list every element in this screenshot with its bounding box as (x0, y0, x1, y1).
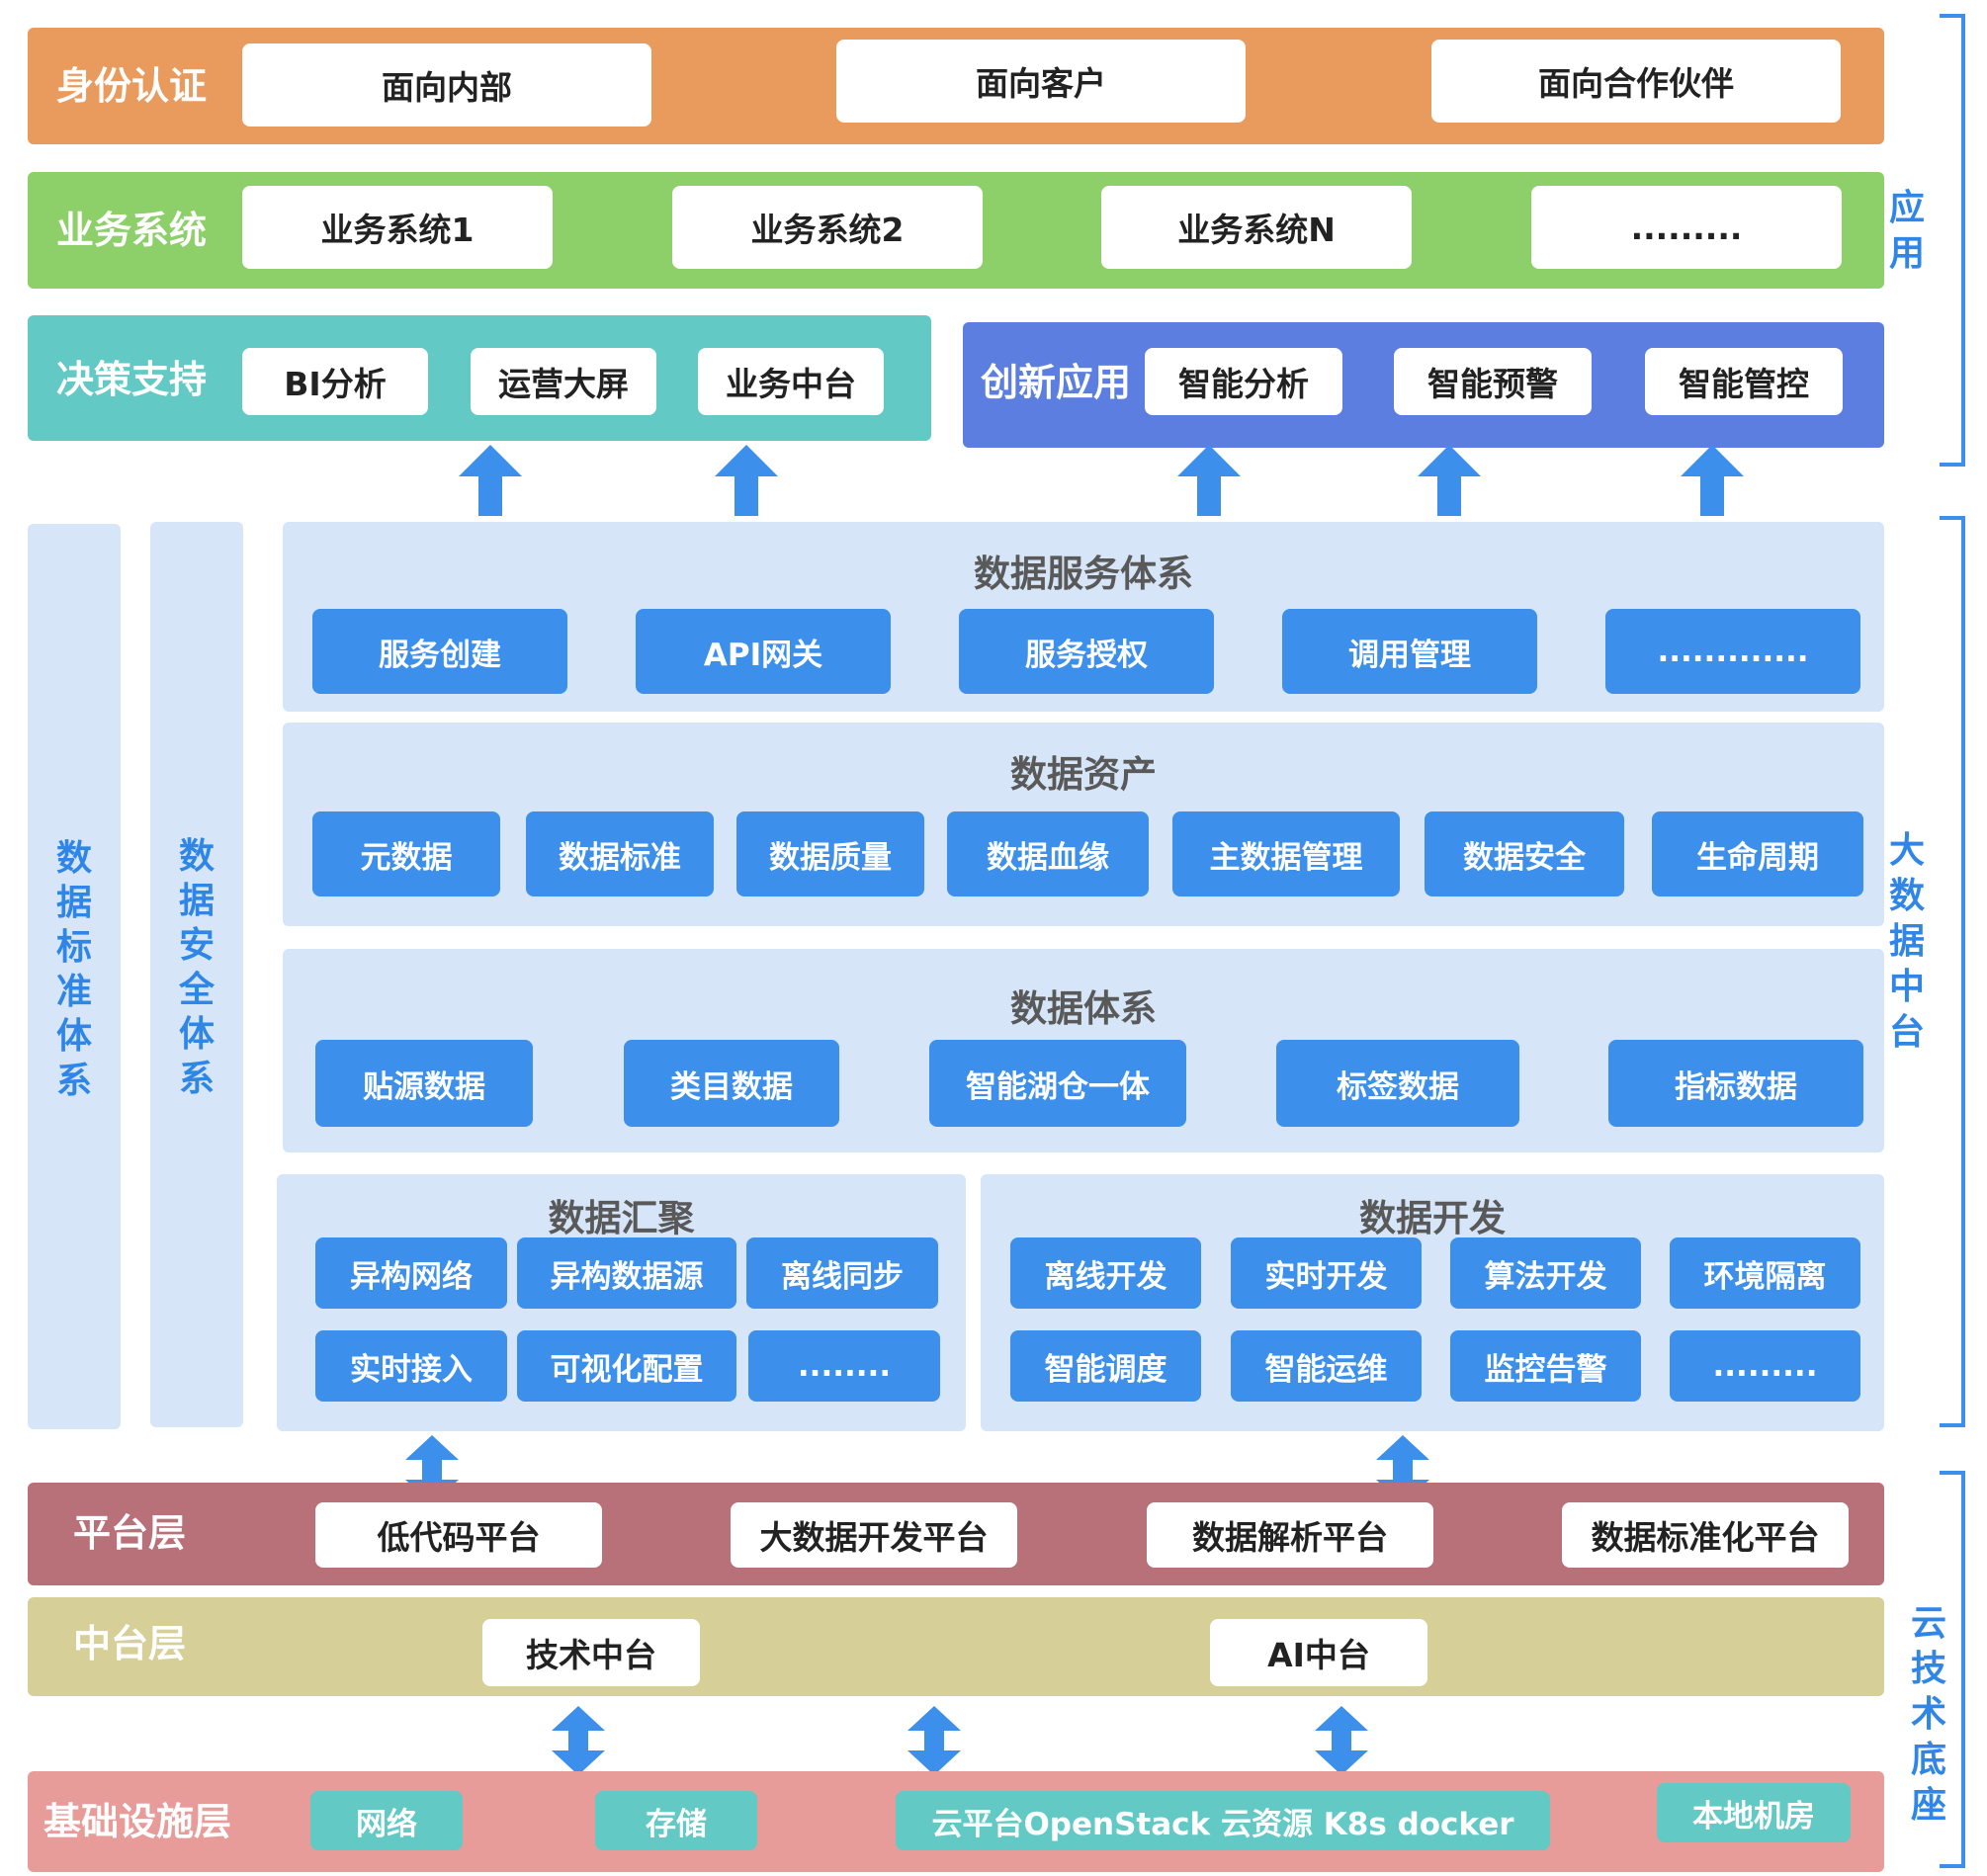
identity-internal[interactable]: 面向内部 (242, 43, 651, 127)
data-assets-title: 数据资产 (1010, 753, 1157, 796)
decision-bi[interactable]: BI分析 (242, 348, 428, 415)
dev-offline[interactable]: 离线开发 (1010, 1237, 1201, 1309)
platform-low-code[interactable]: 低代码平台 (315, 1502, 602, 1568)
dev-env-isolation[interactable]: 环境隔离 (1670, 1237, 1860, 1309)
side-label-cloud-foundation: 云技术底座 (1910, 1603, 1946, 1826)
dev-more[interactable]: ......... (1670, 1330, 1860, 1402)
agg-more[interactable]: ........ (748, 1330, 940, 1402)
up-arrow-icon (1418, 445, 1481, 516)
system-metric-data[interactable]: 指标数据 (1608, 1040, 1863, 1127)
infra-network[interactable]: 网络 (310, 1791, 463, 1850)
service-api-gateway[interactable]: API网关 (636, 609, 891, 694)
side-label-big-data-platform: 大数据中台 (1888, 830, 1925, 1053)
data-standard-system-label: 数据标准体系 (55, 838, 92, 1101)
data-service-panel: 数据服务体系 服务创建 API网关 服务授权 调用管理 ............… (283, 522, 1884, 712)
bracket-big-data-platform (1940, 516, 1965, 1427)
service-more[interactable]: ............. (1605, 609, 1860, 694)
system-lakehouse[interactable]: 智能湖仓一体 (929, 1040, 1186, 1127)
side-label-application: 应用 (1888, 188, 1925, 274)
innovation-control[interactable]: 智能管控 (1645, 348, 1843, 415)
data-service-title: 数据服务体系 (974, 553, 1193, 595)
infra-title: 基础设施层 (43, 1800, 232, 1843)
platform-data-parsing[interactable]: 数据解析平台 (1147, 1502, 1433, 1568)
data-aggregation-title: 数据汇聚 (548, 1197, 695, 1239)
business-system-n[interactable]: 业务系统N (1101, 186, 1412, 269)
service-authorize[interactable]: 服务授权 (959, 609, 1214, 694)
innovation-band: 创新应用 智能分析 智能预警 智能管控 (963, 322, 1884, 448)
up-arrow-icon (459, 445, 522, 516)
dev-smart-ops[interactable]: 智能运维 (1231, 1330, 1422, 1402)
identity-band: 身份认证 面向内部 面向客户 面向合作伙伴 (28, 28, 1884, 144)
identity-customer[interactable]: 面向客户 (836, 40, 1246, 123)
infra-local-datacenter[interactable]: 本地机房 (1657, 1783, 1851, 1842)
decision-band: 决策支持 BI分析 运营大屏 业务中台 (28, 315, 931, 441)
up-arrow-icon (1681, 445, 1744, 516)
asset-quality[interactable]: 数据质量 (736, 811, 924, 896)
data-system-title: 数据体系 (1010, 987, 1157, 1030)
double-arrow-icon (1315, 1706, 1368, 1775)
business-band: 业务系统 业务系统1 业务系统2 业务系统N ......... (28, 172, 1884, 289)
agg-realtime-ingest[interactable]: 实时接入 (315, 1330, 507, 1402)
system-source-data[interactable]: 贴源数据 (315, 1040, 533, 1127)
data-system-panel: 数据体系 贴源数据 类目数据 智能湖仓一体 标签数据 指标数据 (283, 949, 1884, 1152)
middle-band: 中台层 技术中台 AI中台 (28, 1597, 1884, 1696)
innovation-warning[interactable]: 智能预警 (1394, 348, 1592, 415)
data-standard-system-bar: 数据标准体系 (28, 524, 121, 1429)
business-system-1[interactable]: 业务系统1 (242, 186, 553, 269)
dev-smart-scheduling[interactable]: 智能调度 (1010, 1330, 1201, 1402)
middle-title: 中台层 (73, 1622, 187, 1665)
infra-storage[interactable]: 存储 (595, 1791, 757, 1850)
agg-heterogeneous-source[interactable]: 异构数据源 (517, 1237, 736, 1309)
business-system-more[interactable]: ......... (1531, 186, 1842, 269)
business-system-2[interactable]: 业务系统2 (672, 186, 983, 269)
decision-title: 决策支持 (56, 358, 208, 401)
data-development-title: 数据开发 (1359, 1197, 1506, 1239)
innovation-analysis[interactable]: 智能分析 (1145, 348, 1342, 415)
system-tag-data[interactable]: 标签数据 (1276, 1040, 1519, 1127)
platform-big-data-dev[interactable]: 大数据开发平台 (731, 1502, 1017, 1568)
up-arrow-icon (715, 445, 778, 516)
bracket-application (1940, 14, 1965, 467)
data-development-panel: 数据开发 离线开发 实时开发 算法开发 环境隔离 智能调度 智能运维 监控告警 … (981, 1174, 1884, 1431)
asset-security[interactable]: 数据安全 (1425, 811, 1624, 896)
agg-visual-config[interactable]: 可视化配置 (517, 1330, 736, 1402)
platform-data-standardization[interactable]: 数据标准化平台 (1562, 1502, 1849, 1568)
dev-monitor-alert[interactable]: 监控告警 (1450, 1330, 1641, 1402)
asset-standard[interactable]: 数据标准 (526, 811, 714, 896)
dev-realtime[interactable]: 实时开发 (1231, 1237, 1422, 1309)
up-arrow-icon (1177, 445, 1241, 516)
data-aggregation-panel: 数据汇聚 异构网络 异构数据源 离线同步 实时接入 可视化配置 ........ (277, 1174, 966, 1431)
dev-algorithm[interactable]: 算法开发 (1450, 1237, 1641, 1309)
agg-heterogeneous-network[interactable]: 异构网络 (315, 1237, 507, 1309)
double-arrow-icon (907, 1706, 961, 1775)
decision-dashboard[interactable]: 运营大屏 (471, 348, 656, 415)
middle-tech-platform[interactable]: 技术中台 (482, 1619, 700, 1686)
asset-metadata[interactable]: 元数据 (312, 811, 500, 896)
asset-master-data[interactable]: 主数据管理 (1172, 811, 1400, 896)
identity-partner[interactable]: 面向合作伙伴 (1431, 40, 1841, 123)
platform-title: 平台层 (73, 1511, 187, 1555)
innovation-title: 创新应用 (981, 361, 1132, 404)
decision-business-platform[interactable]: 业务中台 (698, 348, 884, 415)
service-create[interactable]: 服务创建 (312, 609, 567, 694)
bracket-cloud-foundation (1940, 1471, 1965, 1868)
double-arrow-icon (552, 1706, 605, 1775)
data-security-system-label: 数据安全体系 (178, 836, 215, 1099)
platform-band: 平台层 低代码平台 大数据开发平台 数据解析平台 数据标准化平台 (28, 1483, 1884, 1585)
business-title: 业务系统 (56, 209, 208, 252)
system-category-data[interactable]: 类目数据 (624, 1040, 839, 1127)
agg-offline-sync[interactable]: 离线同步 (746, 1237, 938, 1309)
data-assets-panel: 数据资产 元数据 数据标准 数据质量 数据血缘 主数据管理 数据安全 生命周期 (283, 723, 1884, 926)
infra-cloud-platform[interactable]: 云平台OpenStack 云资源 K8s docker (896, 1791, 1550, 1850)
infra-band: 基础设施层 网络 存储 云平台OpenStack 云资源 K8s docker … (28, 1771, 1884, 1872)
asset-lineage[interactable]: 数据血缘 (947, 811, 1149, 896)
service-call-management[interactable]: 调用管理 (1282, 609, 1537, 694)
identity-title: 身份认证 (56, 64, 208, 108)
data-security-system-bar: 数据安全体系 (150, 522, 243, 1427)
asset-lifecycle[interactable]: 生命周期 (1652, 811, 1863, 896)
middle-ai-platform[interactable]: AI中台 (1210, 1619, 1427, 1686)
